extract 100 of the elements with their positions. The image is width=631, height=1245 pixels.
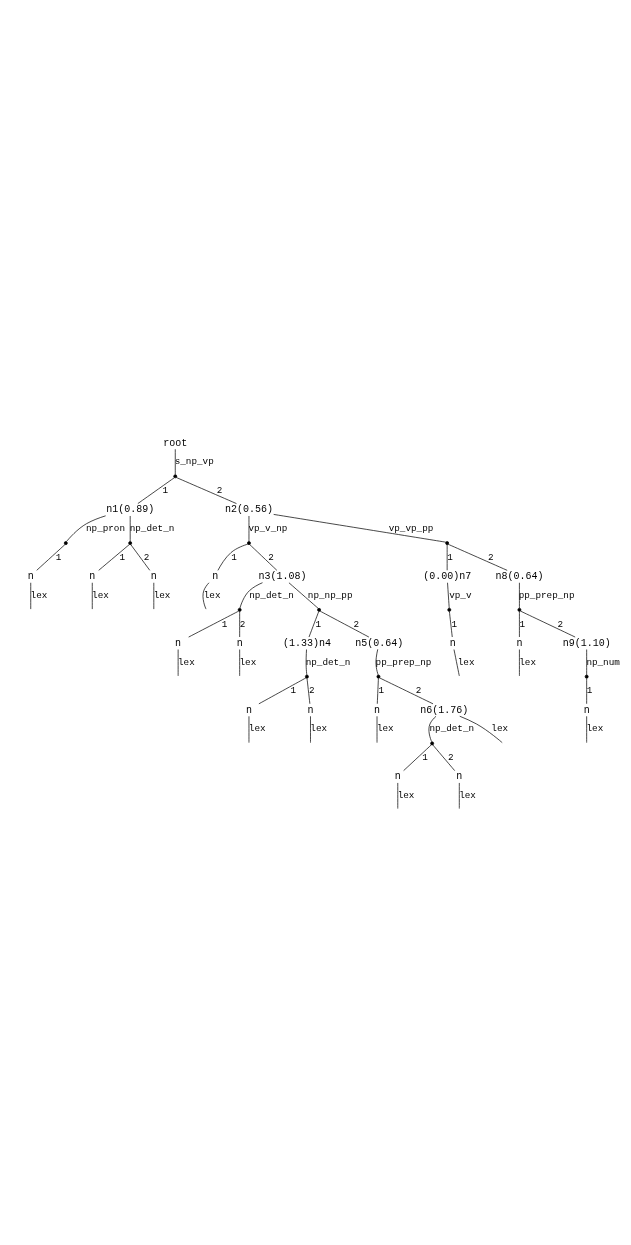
connector [310, 715, 311, 743]
node-text: n5(0.64) [355, 637, 404, 649]
edge-label: lex [177, 656, 195, 668]
edge-label: 2 [143, 551, 150, 563]
connector [130, 543, 151, 571]
edge-label: 2 [309, 684, 315, 696]
node-point [584, 674, 589, 679]
edge-label: 1 [290, 684, 297, 696]
node-point [237, 607, 242, 612]
edge-label: lex [459, 789, 476, 801]
connector [239, 610, 240, 637]
edge-label: lex [586, 722, 604, 734]
node-text: n [374, 704, 381, 716]
edge-label: vp_v [449, 589, 472, 601]
edge-label: 2 [239, 618, 246, 630]
connector [447, 543, 508, 571]
node-text: n [212, 570, 219, 582]
connector [586, 648, 588, 675]
connector [520, 610, 576, 637]
connector [137, 476, 175, 504]
node-text: root [163, 437, 188, 449]
edge-label: np_num [586, 656, 620, 668]
node-text: n [175, 637, 182, 649]
edge-label: lex [397, 789, 415, 801]
connector [308, 610, 320, 637]
node-text: n8(0.64) [495, 570, 544, 582]
edge-label: lex [203, 589, 221, 601]
edge-label: np_det_n [249, 589, 294, 601]
edge-label: lex [248, 722, 266, 734]
edge-label: lex [310, 722, 328, 734]
edge-label: 1 [221, 618, 228, 630]
edge-label: lex [92, 589, 109, 601]
node-text: n [89, 570, 96, 582]
connector [202, 581, 210, 609]
edge-label: np_det_n [305, 656, 351, 668]
connector [174, 448, 176, 475]
edge-label: 1 [231, 551, 237, 563]
node-point [317, 607, 321, 612]
edge-label: np_det_n [429, 722, 475, 734]
edge-label: 2 [447, 751, 454, 763]
node-text: n [516, 637, 523, 649]
edge-label: np_np_pp [307, 589, 353, 601]
connector [248, 515, 250, 542]
edge-label: lex [239, 656, 257, 668]
node-text: (1.33)n4 [282, 637, 331, 649]
edge-label: 1 [519, 618, 526, 630]
node-text: n6(1.76) [420, 704, 469, 716]
connector [217, 543, 249, 571]
connector [98, 543, 130, 571]
edge-label: lex [519, 656, 537, 668]
connector [239, 581, 263, 609]
edge-label: lex [153, 589, 171, 601]
connector [175, 476, 237, 504]
connector [379, 677, 434, 704]
edge-label: 1 [162, 484, 169, 496]
connector [586, 677, 588, 704]
connector [376, 677, 379, 704]
connector [66, 514, 106, 542]
edge-label: lex [30, 589, 48, 601]
edge-label: 1 [378, 684, 385, 696]
node-point [63, 540, 68, 545]
connector [446, 544, 448, 571]
node-point [173, 473, 178, 478]
connector [403, 744, 432, 771]
edge-label: 1 [315, 618, 322, 630]
edge-label: 1 [447, 551, 453, 563]
node-point [376, 674, 381, 679]
edge-label: lex [376, 722, 394, 734]
node-text: n2(0.56) [224, 503, 273, 515]
edge-label: 1 [451, 618, 458, 630]
connector [288, 581, 319, 609]
edge-label: s_np_vp [174, 455, 214, 467]
connector [432, 744, 456, 771]
connector [428, 715, 437, 742]
node-text: n [449, 637, 456, 649]
edge-label: vp_v_np [248, 522, 288, 534]
node-text: n1(0.89) [106, 503, 155, 515]
edge-label: 1 [586, 684, 593, 696]
connector [249, 543, 278, 571]
connector [305, 648, 308, 675]
node-text: (0.00)n7 [423, 570, 472, 582]
edge-label: 1 [55, 551, 62, 563]
connector [519, 610, 520, 637]
edge-label: pp_prep_np [375, 656, 432, 668]
edge-label: np_pron [85, 522, 126, 534]
edge-label: lex [491, 722, 509, 734]
connector [449, 610, 453, 637]
node-text: n [236, 637, 243, 649]
edge-label: np_det_n [129, 522, 175, 534]
connector [273, 513, 447, 542]
connector [459, 715, 503, 743]
node-text: n [583, 704, 590, 716]
edge-label: 2 [415, 684, 422, 696]
edge-label: 2 [216, 484, 223, 496]
connector [258, 677, 307, 704]
node-text: n [27, 570, 34, 582]
node-text: n9(1.10) [562, 637, 611, 649]
edge-label: 1 [119, 551, 126, 563]
connector [375, 648, 379, 675]
edge-label: lex [457, 656, 475, 668]
